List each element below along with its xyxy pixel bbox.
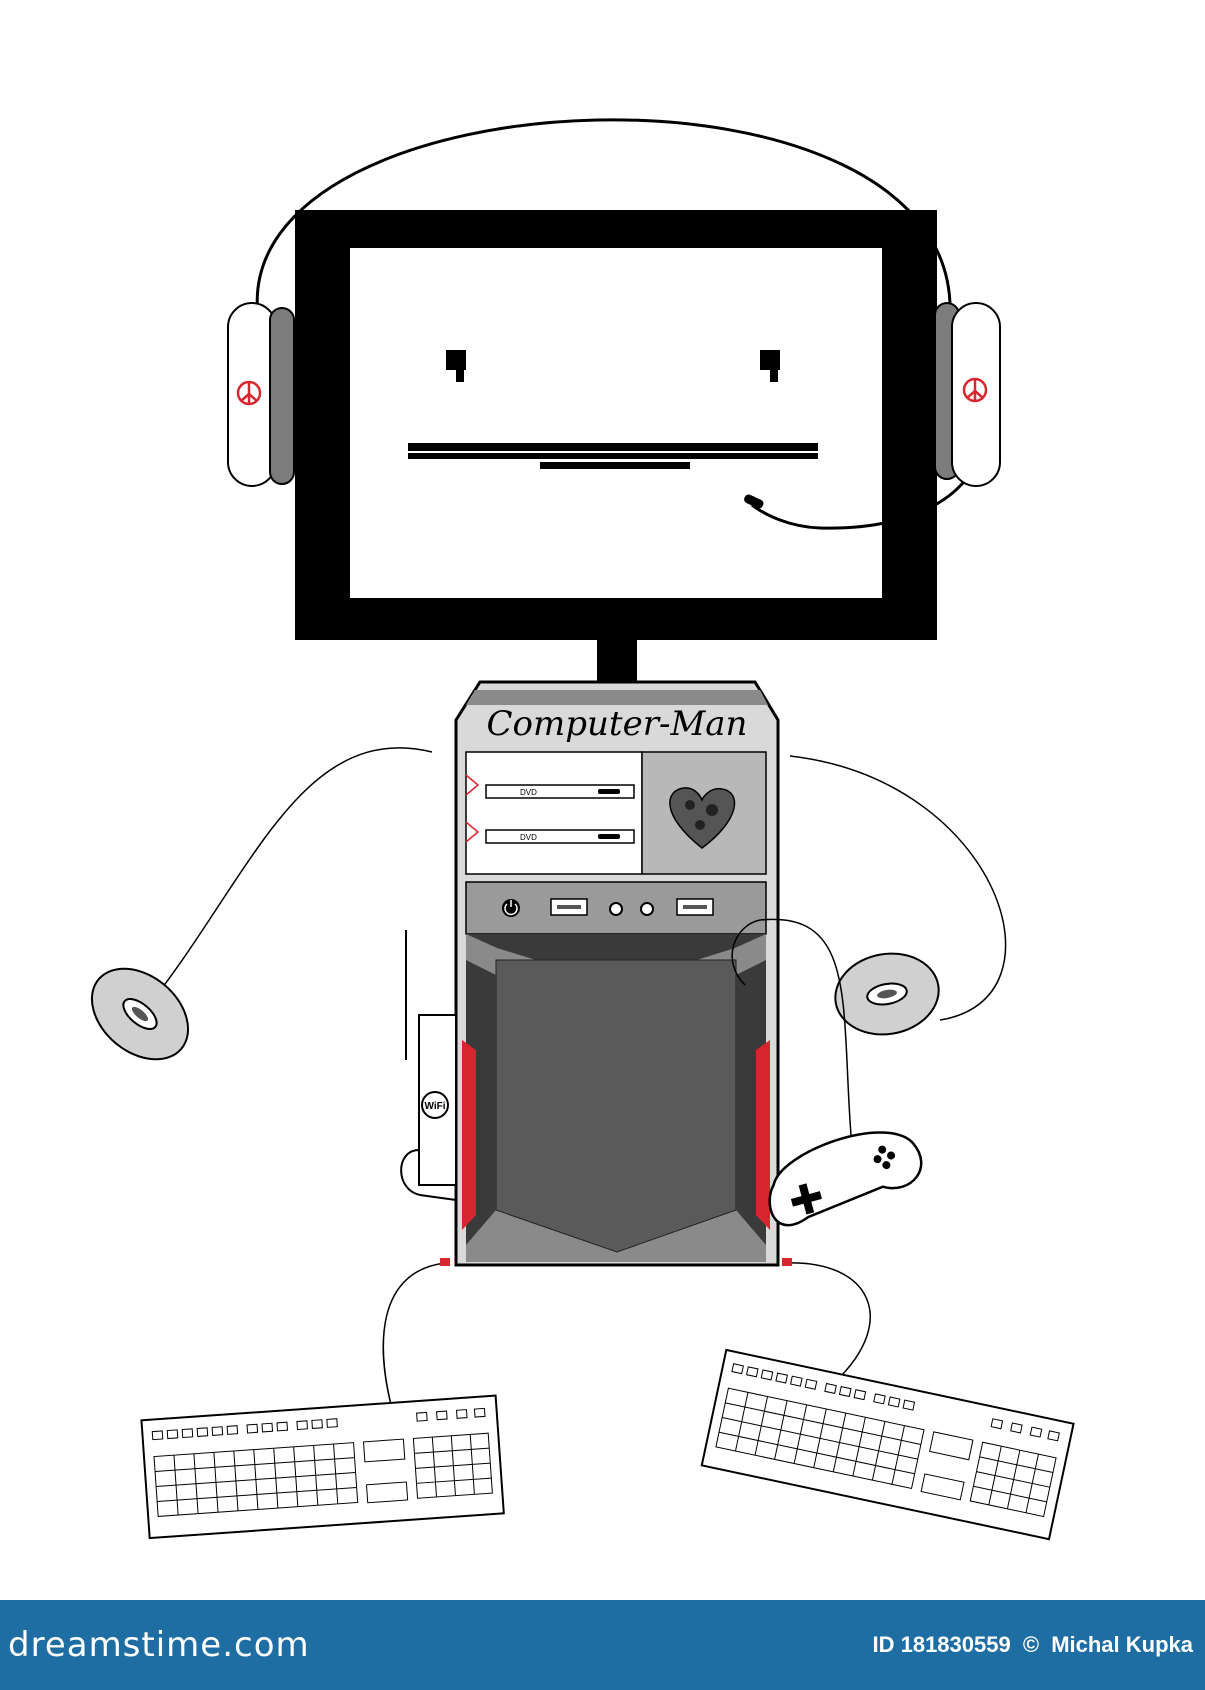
- peace-icon: [962, 377, 988, 403]
- wifi-label: WiFi: [424, 1101, 445, 1112]
- monitor-stand: [597, 640, 637, 682]
- audio-jack-1: [609, 902, 623, 916]
- left-mouse: [90, 967, 190, 1061]
- image-id: ID 181830559: [872, 1632, 1011, 1657]
- power-icon: [502, 899, 520, 917]
- copyright-symbol: ©: [1022, 1632, 1040, 1657]
- pixel-face: [408, 350, 818, 469]
- front-grille: [495, 959, 737, 1253]
- author-name: Michal Kupka: [1051, 1632, 1193, 1657]
- audio-jack-2: [640, 902, 654, 916]
- computer-man-illustration: Computer-Man DVD DVD: [90, 118, 1075, 1541]
- dvd-label-1: DVD: [520, 788, 537, 797]
- peace-icon: [236, 380, 262, 406]
- left-ear-cup: [227, 302, 295, 487]
- dvd-drive-2: DVD: [485, 829, 635, 844]
- watermark-footer: dreamstime.com ID 181830559 © Michal Kup…: [0, 1600, 1205, 1690]
- dvd-label-2: DVD: [520, 833, 537, 842]
- monitor: [295, 210, 937, 682]
- right-ear-cup: [934, 302, 1001, 487]
- right-mouse: [834, 952, 940, 1036]
- left-keyboard: [140, 1394, 505, 1540]
- case-title: Computer-Man: [487, 704, 748, 744]
- dvd-drive-1: DVD: [485, 784, 635, 799]
- wifi-icon: WiFi: [421, 1091, 449, 1119]
- pc-tower: Computer-Man DVD DVD: [454, 680, 780, 1267]
- brand-logo: dreamstime.com: [8, 1625, 310, 1665]
- wifi-adapter: WiFi: [400, 930, 457, 1201]
- gamepad-icon: [768, 1131, 923, 1227]
- image-credit: ID 181830559 © Michal Kupka: [866, 1632, 1193, 1658]
- right-keyboard: [700, 1348, 1075, 1541]
- heart-gears-icon: [669, 787, 736, 849]
